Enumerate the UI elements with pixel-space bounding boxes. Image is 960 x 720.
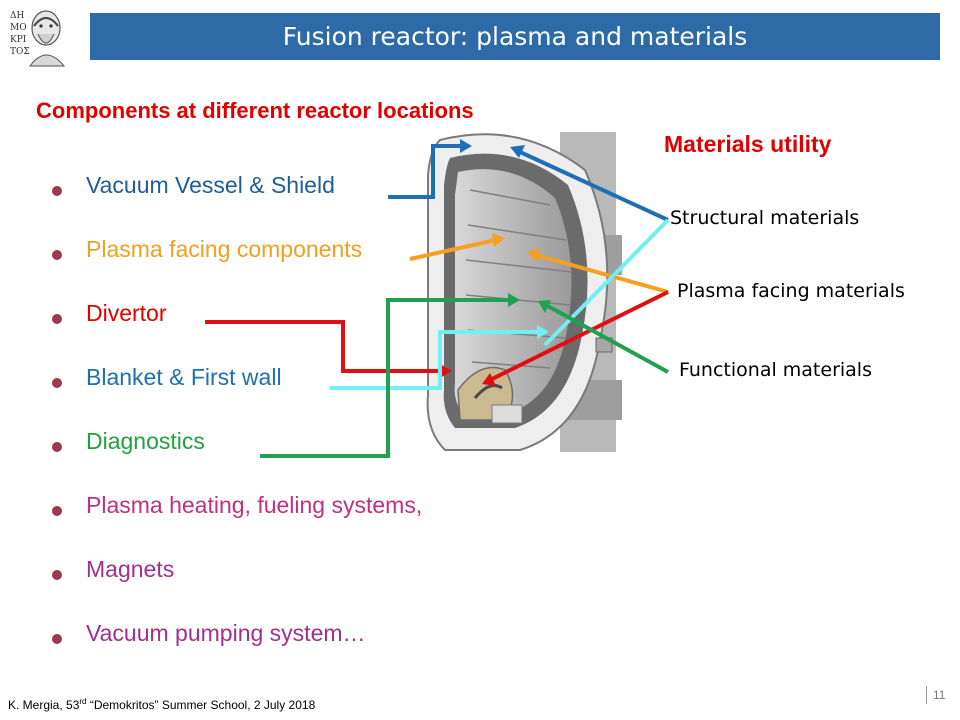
component-label: Blanket & First wall	[86, 364, 282, 390]
component-item-blanket: Blanket & First wall	[48, 364, 422, 428]
page-number: 11	[926, 686, 945, 704]
footer-credit: K. Mergia, 53rd “Demokritos” Summer Scho…	[8, 697, 315, 712]
component-item-magnets: Magnets	[48, 556, 422, 620]
component-label: Plasma facing components	[86, 236, 363, 262]
structural-arrow-head	[510, 145, 525, 158]
functional-arrow-head	[538, 300, 551, 313]
svg-text:ΚΡΙ: ΚΡΙ	[10, 35, 27, 45]
vessel-arrow-head	[460, 139, 472, 153]
functional-arrow-line	[545, 303, 669, 374]
functional-materials-label: Functional materials	[679, 359, 872, 381]
svg-text:ΔΗ: ΔΗ	[10, 11, 24, 21]
divertor-arrow-head	[440, 364, 452, 378]
bullet-dot-icon	[52, 186, 62, 196]
structural-arrow-line	[519, 150, 669, 222]
svg-text:ΜΟ: ΜΟ	[10, 23, 27, 33]
component-label: Plasma heating, fueling systems,	[86, 492, 423, 518]
component-label: Magnets	[86, 556, 175, 582]
component-item-vacuum-pumping: Vacuum pumping system…	[48, 620, 422, 684]
bullet-dot-icon	[52, 378, 62, 388]
reactor-illustration	[426, 132, 622, 452]
component-item-divertor: Divertor	[48, 300, 422, 364]
component-label: Divertor	[86, 300, 167, 326]
svg-text:ΤΟΣ: ΤΟΣ	[10, 47, 30, 57]
bullet-dot-icon	[52, 506, 62, 516]
plasma-facing-divertor-head	[482, 373, 496, 386]
materials-heading: Materials utility	[664, 131, 832, 157]
component-label: Diagnostics	[86, 428, 205, 454]
demokritos-logo: ΔΗ ΜΟ ΚΡΙ ΤΟΣ	[6, 4, 72, 70]
plasma-facing-materials-label: Plasma facing materials	[677, 280, 905, 302]
component-item-vacuum-vessel: Vacuum Vessel & Shield	[48, 172, 422, 236]
footer-sup: rd	[79, 697, 87, 706]
structural-blanket-line	[543, 218, 670, 347]
bullet-dot-icon	[52, 570, 62, 580]
structural-materials-label: Structural materials	[670, 207, 860, 229]
component-item-diagnostics: Diagnostics	[48, 428, 422, 492]
component-label: Vacuum Vessel & Shield	[86, 172, 335, 198]
plasma-facing-material-head	[527, 248, 540, 262]
slide-title: Fusion reactor: plasma and materials	[90, 13, 940, 60]
plasma-facing-divertor-arrow	[489, 290, 669, 382]
plasma-facing-component-head	[492, 233, 505, 247]
plasma-facing-material-arrow	[535, 253, 669, 294]
components-list: Vacuum Vessel & Shield Plasma facing com…	[48, 172, 422, 684]
diagnostics-arrow-head	[508, 293, 520, 307]
footer-rest: “Demokritos” Summer School, 2 July 2018	[86, 698, 316, 712]
component-label: Vacuum pumping system…	[86, 620, 366, 646]
bullet-dot-icon	[52, 634, 62, 644]
component-item-plasma-heating: Plasma heating, fueling systems,	[48, 492, 422, 556]
plasma-facing-component-arrow	[409, 238, 497, 261]
bullet-dot-icon	[52, 314, 62, 324]
bullet-dot-icon	[52, 442, 62, 452]
bullet-dot-icon	[52, 250, 62, 260]
component-item-plasma-facing: Plasma facing components	[48, 236, 422, 300]
components-heading: Components at different reactor location…	[36, 98, 474, 123]
footer-author: K. Mergia, 53	[8, 698, 80, 712]
blanket-arrow-head	[537, 325, 549, 339]
